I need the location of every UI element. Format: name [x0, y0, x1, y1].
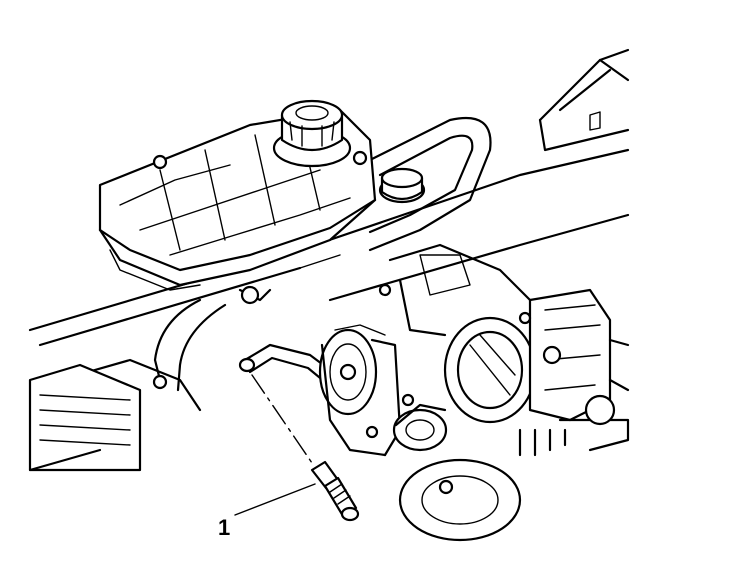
engine-bay-frame	[28, 148, 630, 412]
upper-coolant-hose	[368, 116, 492, 252]
throttle-body	[443, 288, 630, 424]
tensioner-pulley	[392, 403, 448, 452]
callout-label-1: 1	[218, 515, 230, 540]
lower-coolant-hose	[153, 285, 272, 392]
pressure-cap	[272, 99, 352, 168]
upper-right-bracket	[538, 48, 630, 152]
misc-bolts	[152, 283, 532, 439]
air-cleaner-box	[28, 363, 142, 472]
drive-belt-pulleys	[318, 324, 522, 542]
callout-leader-line	[234, 483, 316, 516]
oil-fill-cap	[378, 167, 426, 204]
intake-manifold	[388, 243, 630, 457]
bleed-screw	[251, 374, 360, 522]
